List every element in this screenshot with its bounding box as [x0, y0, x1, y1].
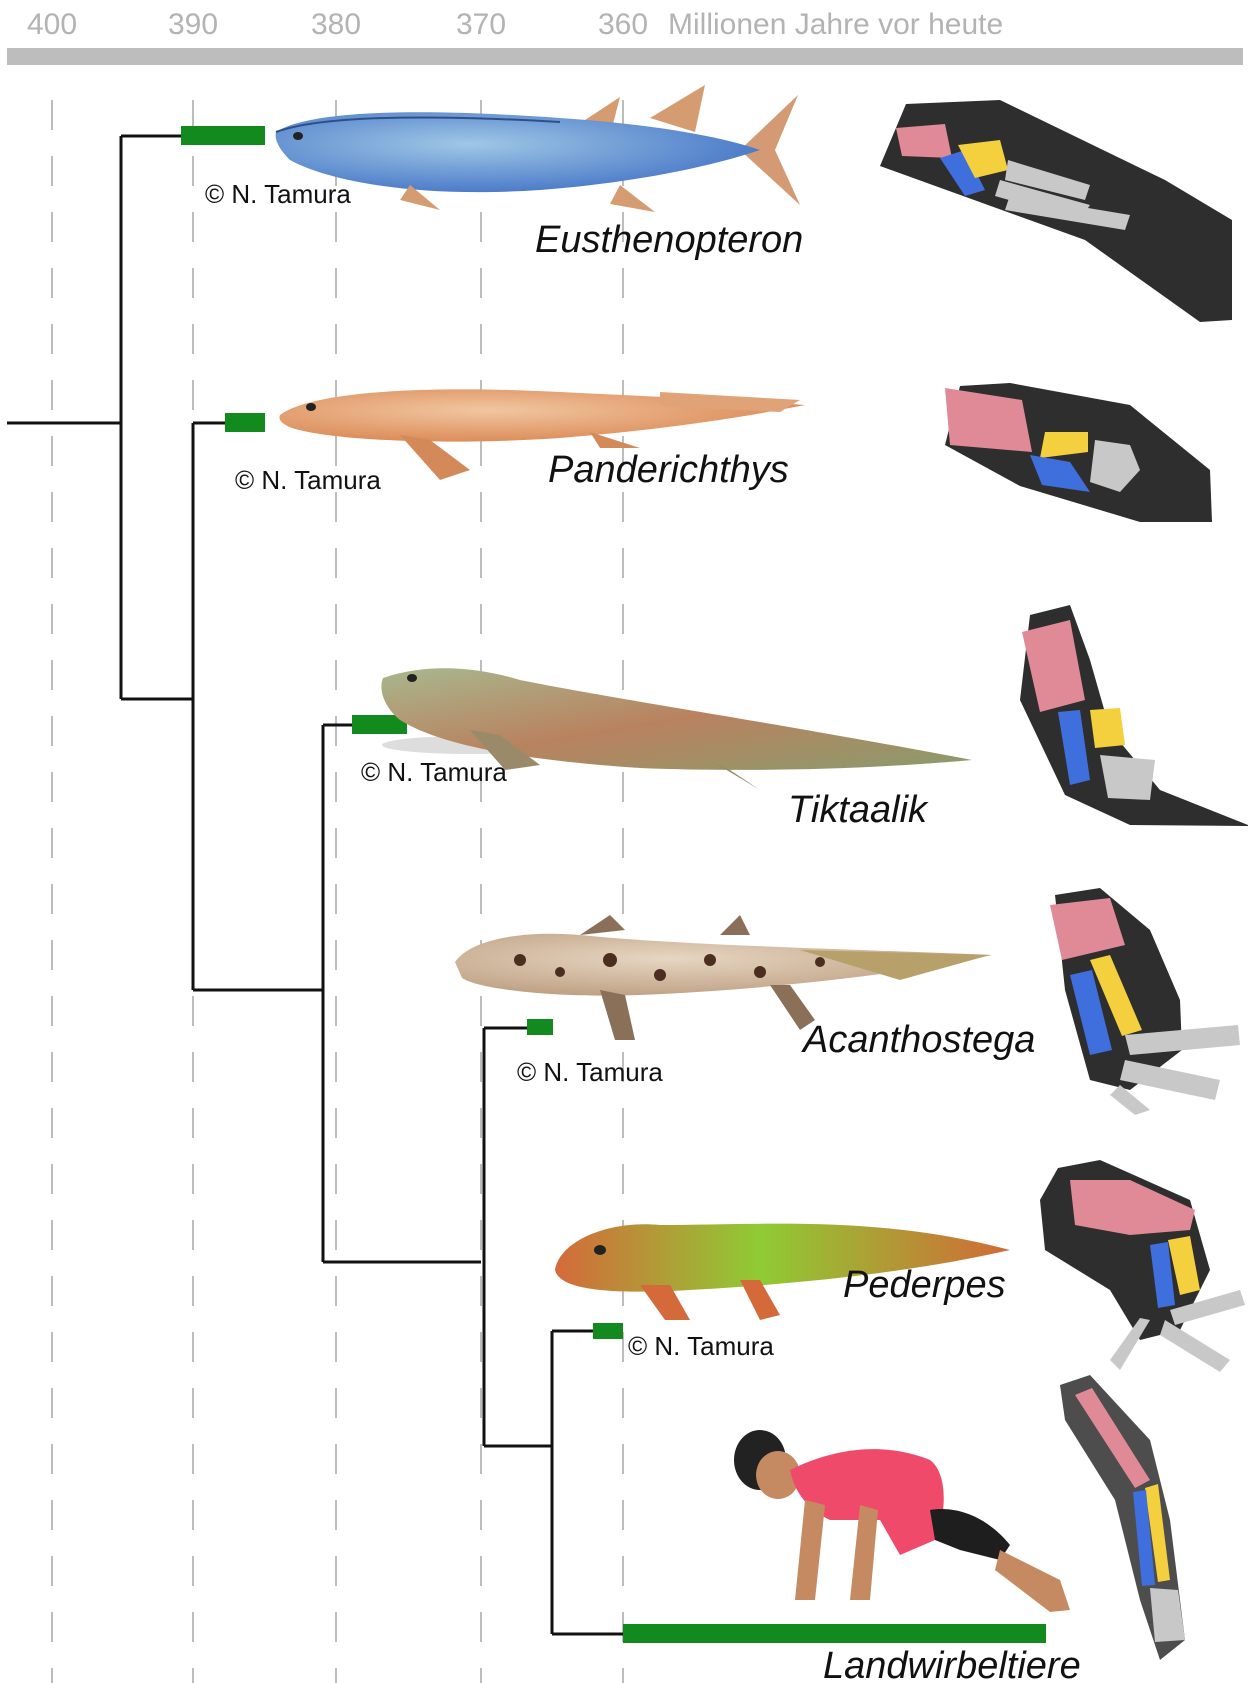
phylogenetic-tree: [7, 136, 625, 1634]
credit-acanthostega: © N. Tamura: [517, 1057, 663, 1087]
credit-panderichthys: © N. Tamura: [235, 465, 381, 495]
tiktaalik-illustration: © N. Tamura Tiktaalik: [361, 668, 972, 831]
acanthostega-illustration: © N. Tamura Acanthostega: [455, 915, 1035, 1087]
limb-human: [1060, 1375, 1185, 1660]
range-bar-landwirbeltiere: [623, 1624, 1046, 1643]
limb-acanthostega: [1050, 888, 1240, 1115]
tree-node-1: [121, 136, 193, 699]
credit-tiktaalik: © N. Tamura: [361, 757, 507, 787]
panderichthys-illustration: © N. Tamura Panderichthys: [235, 389, 805, 495]
taxon-label-panderichthys: Panderichthys: [548, 449, 789, 491]
limb-panderichthys: [945, 383, 1212, 522]
taxon-label-eusthenopteron: Eusthenopteron: [535, 219, 803, 261]
limb-tiktaalik: [1020, 605, 1248, 826]
tree-node-5: [552, 1331, 625, 1634]
range-bar-panderichthys: [225, 413, 265, 432]
axis-bar: [7, 48, 1243, 65]
range-bar-eusthenopteron: [181, 126, 265, 145]
credit-eusthenopteron: © N. Tamura: [205, 179, 351, 209]
tree-node-4: [484, 1028, 552, 1446]
tick-label-390: 390: [168, 8, 218, 41]
tick-label-380: 380: [311, 8, 361, 41]
range-bars: [181, 126, 1046, 1643]
credit-pederpes: © N. Tamura: [628, 1331, 774, 1361]
taxon-label-tiktaalik: Tiktaalik: [788, 789, 929, 831]
range-bar-pederpes: [593, 1323, 623, 1339]
axis-title: Millionen Jahre vor heute: [668, 8, 1003, 41]
tree-node-2: [193, 423, 323, 990]
time-axis: 400 390 380 370 360 Millionen Jahre vor …: [7, 8, 1243, 65]
taxon-label-acanthostega: Acanthostega: [801, 1019, 1035, 1061]
limb-pederpes: [1040, 1160, 1245, 1372]
human-illustration: Landwirbeltiere: [734, 1430, 1081, 1683]
tick-label-360: 360: [598, 8, 648, 41]
limb-eusthenopteron: [880, 100, 1232, 322]
tick-label-370: 370: [456, 8, 506, 41]
range-bar-acanthostega: [527, 1019, 553, 1035]
taxon-label-pederpes: Pederpes: [843, 1264, 1006, 1306]
eusthenopteron-illustration: © N. Tamura Eusthenopteron: [205, 85, 803, 261]
taxon-label-landwirbeltiere: Landwirbeltiere: [823, 1645, 1081, 1683]
tree-node-3: [323, 725, 481, 1262]
tick-label-400: 400: [27, 8, 77, 41]
